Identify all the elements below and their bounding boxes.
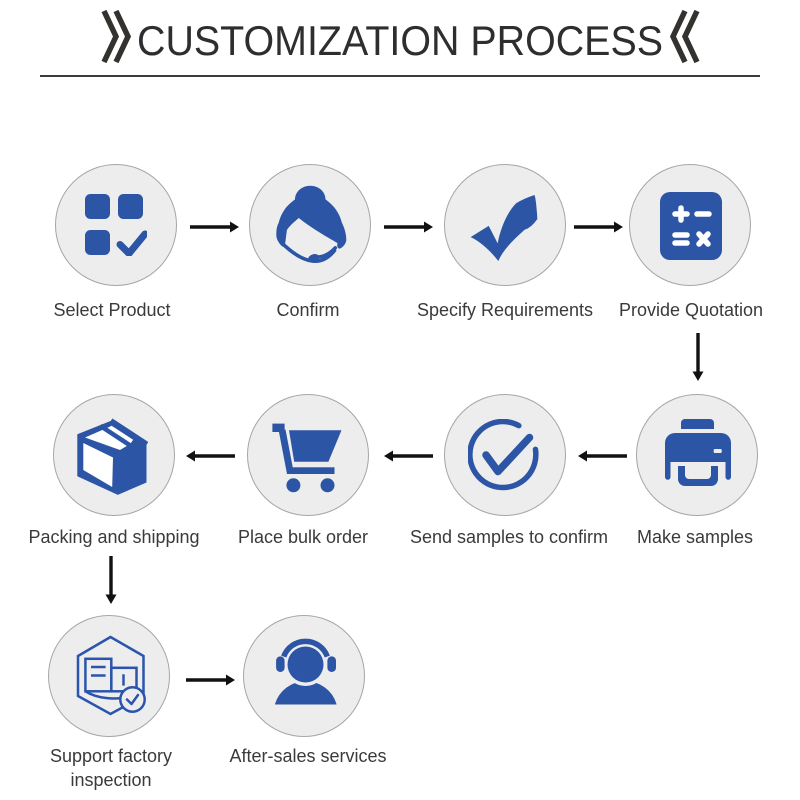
svg-text:CUSTOMIZATION PROCESS: CUSTOMIZATION PROCESS xyxy=(137,17,663,64)
